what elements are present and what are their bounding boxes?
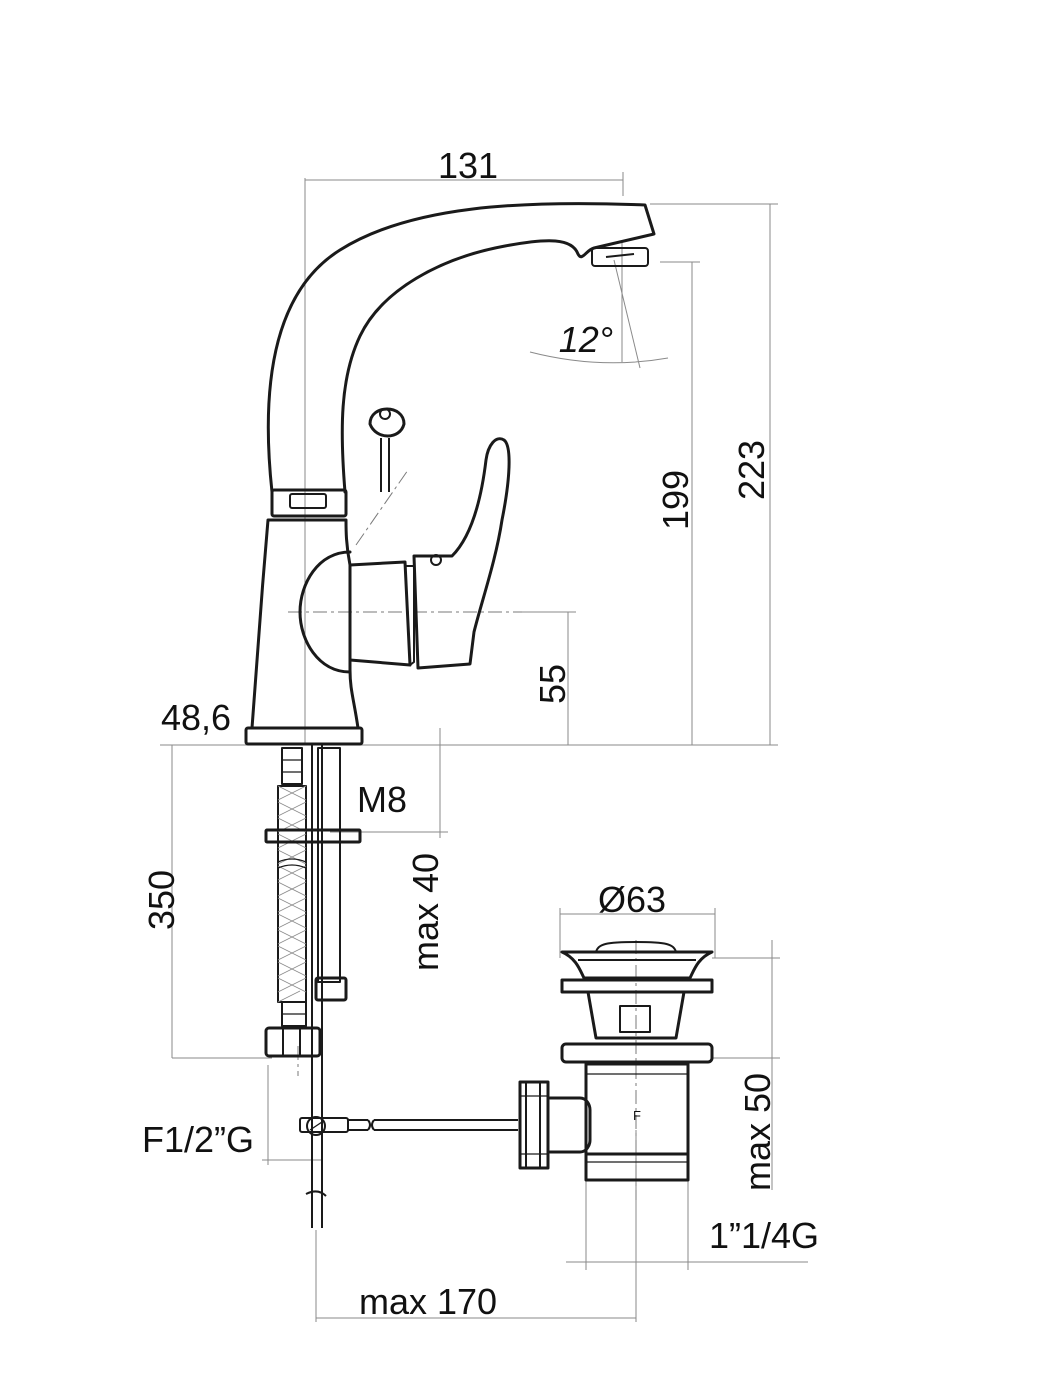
supply-hose [264,747,322,1058]
label-spout-height: 199 [655,470,696,530]
label-stud-thread: M8 [357,779,407,820]
fixing-stud [264,745,362,1228]
aerator [591,247,649,267]
waste-flange [560,978,714,994]
label-hose-length: 350 [141,870,182,930]
label-waste-thread: 1”1/4G [709,1215,819,1256]
center-lines [288,469,637,1200]
faucet-body [250,518,360,730]
waste-backnut [560,1042,714,1064]
label-rod-max-distance: max 170 [359,1281,497,1322]
waste-plug [560,950,714,980]
waste-body-mark: F [633,1108,641,1123]
faucet [244,202,656,746]
dimension-labels: 131 12° 199 223 55 48,6 M8 350 max 40 Ø6… [141,145,819,1322]
label-lever-axis-height: 55 [532,664,573,704]
label-spout-reach: 131 [438,145,498,186]
label-base-diameter: 48,6 [161,697,231,738]
pop-up-rod [299,1116,518,1136]
fixing-nut [314,976,348,1002]
pop-up-waste: F [518,941,714,1182]
lever-handle [412,437,511,670]
pop-up-knob [368,407,406,492]
spout-collar [270,488,348,518]
label-waste-diameter: Ø63 [598,879,666,920]
dimension-lines [160,172,808,1322]
label-max-deck-thickness: max 40 [405,853,446,971]
label-total-height: 223 [731,440,772,500]
base-plate [244,726,364,746]
cartridge-boss [298,550,352,674]
waste-body [584,1062,690,1156]
spout [266,202,656,494]
label-spout-angle: 12° [559,319,613,360]
fixing-washer [264,828,362,844]
hose-nut [264,1026,322,1058]
waste-lever-nut [518,1080,550,1170]
label-inlet-thread: F1/2”G [142,1119,254,1160]
label-max-basin-thickness: max 50 [737,1073,778,1191]
